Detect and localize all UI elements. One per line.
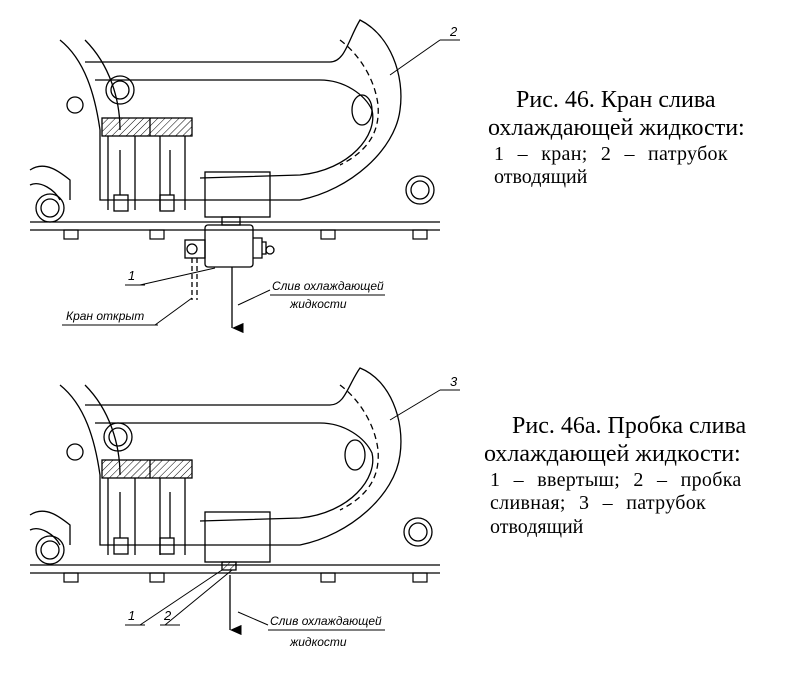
fig2-caption-title-line1: Рис. 46а. Пробка слива: [512, 413, 747, 439]
fig2-caption-title-line2: охлаждающей жидкости:: [484, 441, 741, 468]
fig1-callout-valve-open: Кран открыт: [66, 309, 144, 323]
fig2-callout-drain-2: жидкости: [289, 635, 347, 649]
fig2-label-3: 3: [450, 374, 458, 389]
figure-2-drawing: [29, 367, 460, 636]
fig2-legend-line1: 1 – ввертыш; 2 – пробка: [490, 468, 742, 491]
figure-2-caption: Рис. 46а. Пробка слива охлаждающей жидко…: [484, 412, 774, 539]
fig1-label-1: 1: [128, 268, 135, 283]
fig1-callout-drain-2: жидкости: [289, 297, 347, 311]
figure-1-caption: Рис. 46. Кран слива охлаждающей жидкости…: [488, 86, 773, 190]
fig2-label-1: 1: [128, 608, 135, 623]
fig1-legend-line1: 1 – кран; 2 – патрубок: [494, 142, 728, 165]
fig1-caption-title-line2: охлаждающей жидкости:: [488, 115, 745, 142]
fig1-callout-drain-1: Слив охлаждающей: [272, 279, 384, 293]
fig2-legend-line3: отводящий: [490, 515, 584, 538]
fig1-caption-title-line1: Рис. 46. Кран слива: [516, 87, 716, 113]
fig2-label-2: 2: [163, 608, 172, 623]
figure-1-drawing: [29, 19, 460, 334]
frame-bolts: [63, 572, 428, 583]
fig2-callout-drain-1: Слив охлаждающей: [270, 614, 382, 628]
frame-bolts: [63, 229, 428, 240]
fig1-label-2: 2: [449, 24, 458, 39]
fig2-legend-line2: сливная; 3 – патрубок: [490, 492, 707, 515]
fig1-legend-line2: отводящий: [494, 166, 588, 189]
